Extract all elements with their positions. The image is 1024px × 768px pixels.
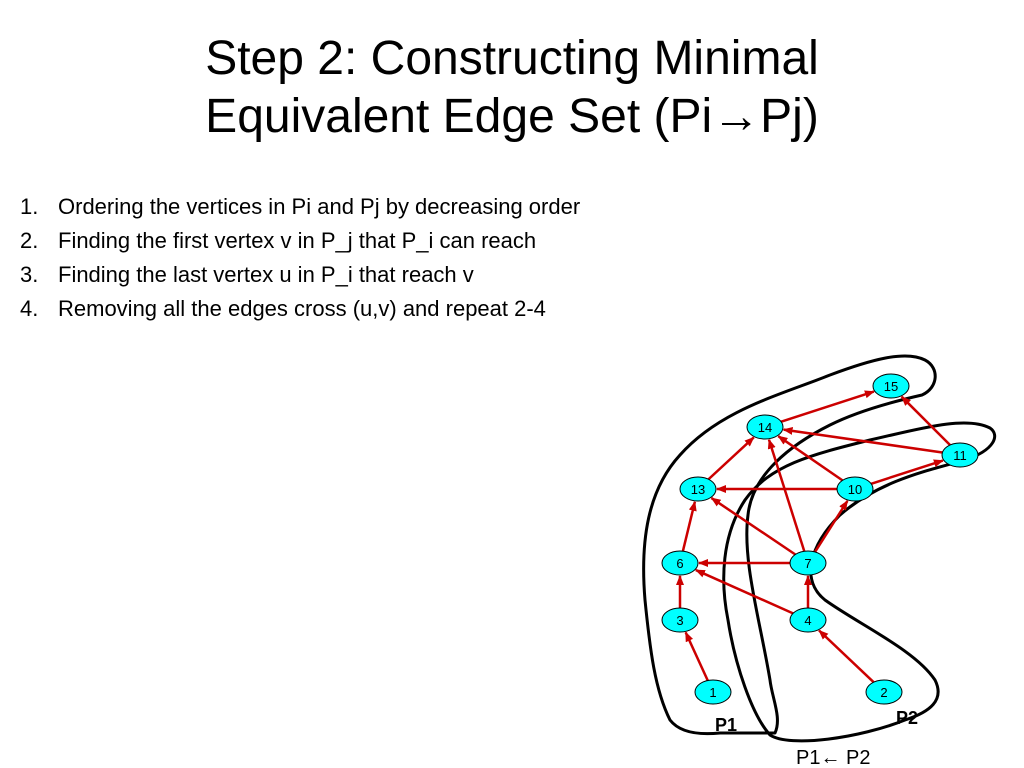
node-1-shape	[694, 679, 732, 705]
node-13-label: 13	[691, 482, 705, 497]
node-6-label: 6	[676, 556, 683, 571]
step-text: Finding the last vertex u in P_i that re…	[58, 262, 474, 287]
edge-6-to-13	[681, 500, 697, 552]
title-line-2: Equivalent Edge Set (Pi→Pj)	[0, 88, 1024, 146]
step-text: Ordering the vertices in Pi and Pj by de…	[58, 194, 581, 219]
step-number: 2.	[20, 228, 39, 253]
step-item: 1. Ordering the vertices in Pi and Pj by …	[20, 190, 698, 224]
title-arrow-icon: →	[712, 90, 761, 143]
step-number: 1.	[20, 194, 39, 219]
step-item: 2. Finding the first vertex v in P_j that…	[20, 224, 700, 258]
edge-13-to-14	[707, 436, 755, 481]
node-2-shape	[865, 679, 903, 705]
node-6-shape	[661, 550, 699, 576]
caption-left: P1	[796, 747, 820, 768]
edge-7-to-10	[813, 500, 849, 553]
node-10-label: 10	[848, 482, 862, 497]
node-11-label: 11	[953, 448, 967, 463]
node-13: 13	[679, 476, 717, 502]
node-2: 2	[865, 679, 903, 705]
node-2-label: 2	[880, 685, 887, 700]
node-3-shape	[661, 607, 699, 633]
node-7-label: 7	[804, 556, 811, 571]
node-15: 15	[872, 373, 910, 399]
node-11-shape	[941, 442, 979, 468]
node-10-shape	[836, 476, 874, 502]
node-6: 6	[661, 550, 699, 576]
node-15-label: 15	[884, 379, 898, 394]
step-item: 3. Finding the last vertex u in P_i that …	[20, 258, 700, 292]
edge-7-to-13	[710, 497, 797, 556]
title-line-2-prefix: Equivalent Edge Set (Pi	[205, 90, 713, 143]
step-number: 4.	[20, 296, 39, 321]
partition-p1-outline	[642, 354, 937, 736]
node-13-shape	[679, 476, 717, 502]
step-item: 4. Removing all the edges cross (u,v) and…	[20, 292, 598, 326]
node-14-label: 14	[758, 420, 772, 435]
node-14-shape	[746, 414, 784, 440]
step-text: Finding the first vertex v in P_j that P…	[58, 228, 537, 253]
node-3: 3	[661, 607, 699, 633]
node-10: 10	[836, 476, 874, 502]
partition-p2-label: P2	[896, 708, 918, 728]
edge-10-to-11	[870, 459, 944, 485]
edge-11-to-15	[900, 395, 951, 446]
left-arrow-icon: ←	[820, 747, 840, 768]
node-15-shape	[872, 373, 910, 399]
partition-p1-label: P1	[715, 715, 737, 735]
edge-11-to-14	[782, 426, 943, 454]
slide-title: Step 2: Constructing Minimal Equivalent …	[0, 30, 1024, 146]
caption-right: P2	[840, 747, 870, 768]
node-14: 14	[746, 414, 784, 440]
edge-4-to-6	[694, 568, 794, 615]
direction-caption: P1← P2	[796, 747, 871, 768]
title-line-2-suffix: Pj)	[760, 90, 819, 143]
node-1: 1	[694, 679, 732, 705]
node-4: 4	[789, 607, 827, 633]
edge-10-to-14	[777, 435, 844, 482]
node-4-shape	[789, 607, 827, 633]
steps-list: 1. Ordering the vertices in Pi and Pj by …	[20, 190, 700, 326]
node-1-label: 1	[709, 685, 716, 700]
node-7: 7	[789, 550, 827, 576]
step-text: Removing all the edges cross (u,v) and r…	[58, 296, 546, 321]
edge-2-to-4	[818, 629, 875, 684]
partition-p2-outline	[722, 421, 997, 743]
node-11: 11	[941, 442, 979, 468]
edge-7-to-14	[767, 438, 806, 552]
step-number: 3.	[20, 262, 39, 287]
title-line-1: Step 2: Constructing Minimal	[205, 32, 819, 85]
node-3-label: 3	[676, 613, 683, 628]
node-7-shape	[789, 550, 827, 576]
node-4-label: 4	[804, 613, 811, 628]
edge-1-to-3	[684, 631, 709, 682]
edges-layer	[676, 390, 951, 684]
edge-14-to-15	[780, 390, 875, 423]
